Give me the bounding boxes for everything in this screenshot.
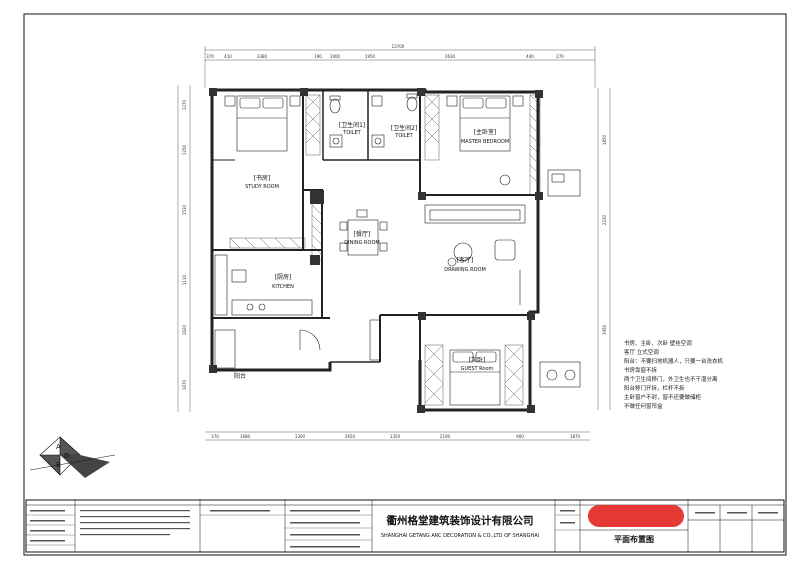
- right-dimension-chain: [597, 88, 611, 410]
- company-name-cn: 衢州格堂建筑装饰设计有限公司: [387, 514, 534, 527]
- master-room-en: MASTER BEDROOM: [461, 139, 509, 145]
- guest-en: GUEST Room: [461, 366, 494, 372]
- note-line: 客厅 立式空调: [624, 348, 659, 356]
- dining-en: DINING ROOM: [344, 240, 379, 246]
- top-dim-label: 440: [526, 54, 534, 59]
- bottom-dim-label: 900: [516, 434, 524, 439]
- entry-porch: [214, 319, 381, 369]
- note-line: 两个卫生间移门，外卫生也不干湿分离: [624, 375, 718, 383]
- sheet-border: [23, 13, 787, 556]
- guest-cn: [次卧]: [469, 356, 486, 364]
- title-block: [25, 499, 785, 553]
- bottom-dim-label: 1300: [295, 434, 306, 439]
- kitchen-cn: [厨房]: [275, 273, 292, 281]
- kitchen-en: KITCHEN: [272, 284, 294, 290]
- compass-letter-b: B: [56, 461, 61, 469]
- guest-bed: [449, 349, 501, 406]
- kitchen-fixtures: [214, 254, 313, 316]
- bottom-dim-label: 2650: [345, 434, 356, 439]
- left-dim-label: 1110: [182, 274, 187, 285]
- note-line: 书房靠窗不拆: [624, 366, 658, 374]
- sofa: [424, 204, 526, 305]
- master-room-cn: [主卧室]: [474, 128, 497, 136]
- toilet1-en: TOILET: [342, 130, 361, 136]
- right-dim-label: 2230: [602, 214, 607, 225]
- study-room-en: STUDY ROOM: [245, 184, 279, 190]
- bottom-dim-label: 370: [211, 434, 219, 439]
- room-labels: [书房] STUDY ROOM [主卧室] MASTER BEDROOM [卫生…: [234, 121, 509, 380]
- note-line: 阳台移门开拆，栏杆不拆: [624, 384, 685, 392]
- left-dimension-labels: 1270 1250 1530 1110 1620 1670: [182, 99, 187, 390]
- compass-letter-a: A: [56, 443, 61, 451]
- right-dimension-labels: 1850 2230 1950: [602, 134, 607, 335]
- balcony-fixtures: [539, 169, 581, 388]
- top-dim-label: 2630: [445, 54, 456, 59]
- left-dim-label: 1620: [182, 324, 187, 335]
- top-dimension-chain: [204, 46, 596, 88]
- bottom-dimension-chain: [205, 431, 590, 441]
- study-room-cn: [书房]: [254, 174, 271, 182]
- bottom-dim-label: 1350: [390, 434, 401, 439]
- bottom-dim-label: 2100: [440, 434, 451, 439]
- top-dim-label: 410: [224, 54, 232, 59]
- compass-letter-d: D: [64, 452, 69, 460]
- compass-symbol: [29, 436, 116, 478]
- top-dim-label: 270: [556, 54, 564, 59]
- left-dimension-chain: [177, 85, 191, 412]
- note-line: 不做任何窗帘盒: [624, 402, 663, 410]
- bottom-dimension-labels: 370 1680 1300 2650 1350 2100 900 1870: [211, 434, 580, 439]
- toilet2-en: TOILET: [394, 133, 413, 139]
- company-name-en: SHANGHAI GETANG ARC DECORATION & CO.,LTD…: [381, 533, 539, 539]
- top-dim-label: 3380: [257, 54, 268, 59]
- note-line: 书房、主卧、次卧 壁挂空调: [624, 339, 692, 347]
- toilet-fixtures: [329, 93, 418, 148]
- left-dim-label: 1530: [182, 204, 187, 215]
- right-dim-label: 1950: [602, 324, 607, 335]
- left-dim-label: 1250: [182, 144, 187, 155]
- bottom-dim-label: 1680: [240, 434, 251, 439]
- master-bed: [446, 95, 524, 186]
- top-dim-label: 190: [314, 54, 322, 59]
- note-line: 阳台：不要扫地机器人，只要一台洗衣机: [624, 357, 724, 365]
- drawing-cn: [客厅]: [457, 256, 474, 264]
- drawing-en: DRAWING ROOM: [444, 267, 486, 273]
- left-dim-label: 1670: [182, 379, 187, 390]
- dining-table: [339, 209, 388, 256]
- hatched-columns: [229, 94, 541, 406]
- redaction-mark: [588, 505, 684, 527]
- walls: [210, 88, 540, 412]
- left-dim-label: 1270: [182, 99, 187, 110]
- toilet1-cn: [卫生间1]: [339, 121, 366, 129]
- balcony-cn: 阳台: [234, 372, 246, 380]
- right-dim-label: 1850: [602, 134, 607, 145]
- top-dimension-labels: 370 410 3380 190 1000 1950 2630 440 270: [206, 54, 564, 59]
- dining-cn: [餐厅]: [354, 230, 371, 238]
- top-dim-label: 370: [206, 54, 214, 59]
- bottom-dim-label: 1870: [570, 434, 581, 439]
- title-block-fine-print: [30, 510, 778, 548]
- top-dim-label: 1000: [330, 54, 341, 59]
- note-line: 主卧窗户不封，窗不还要做储柜: [624, 393, 702, 401]
- study-bed: [224, 95, 301, 152]
- top-dim-label: 1950: [365, 54, 376, 59]
- drawing-title: 平面布置图: [614, 534, 654, 544]
- overall-width-label: 13700: [392, 44, 405, 49]
- toilet2-cn: [卫生间2]: [391, 124, 418, 132]
